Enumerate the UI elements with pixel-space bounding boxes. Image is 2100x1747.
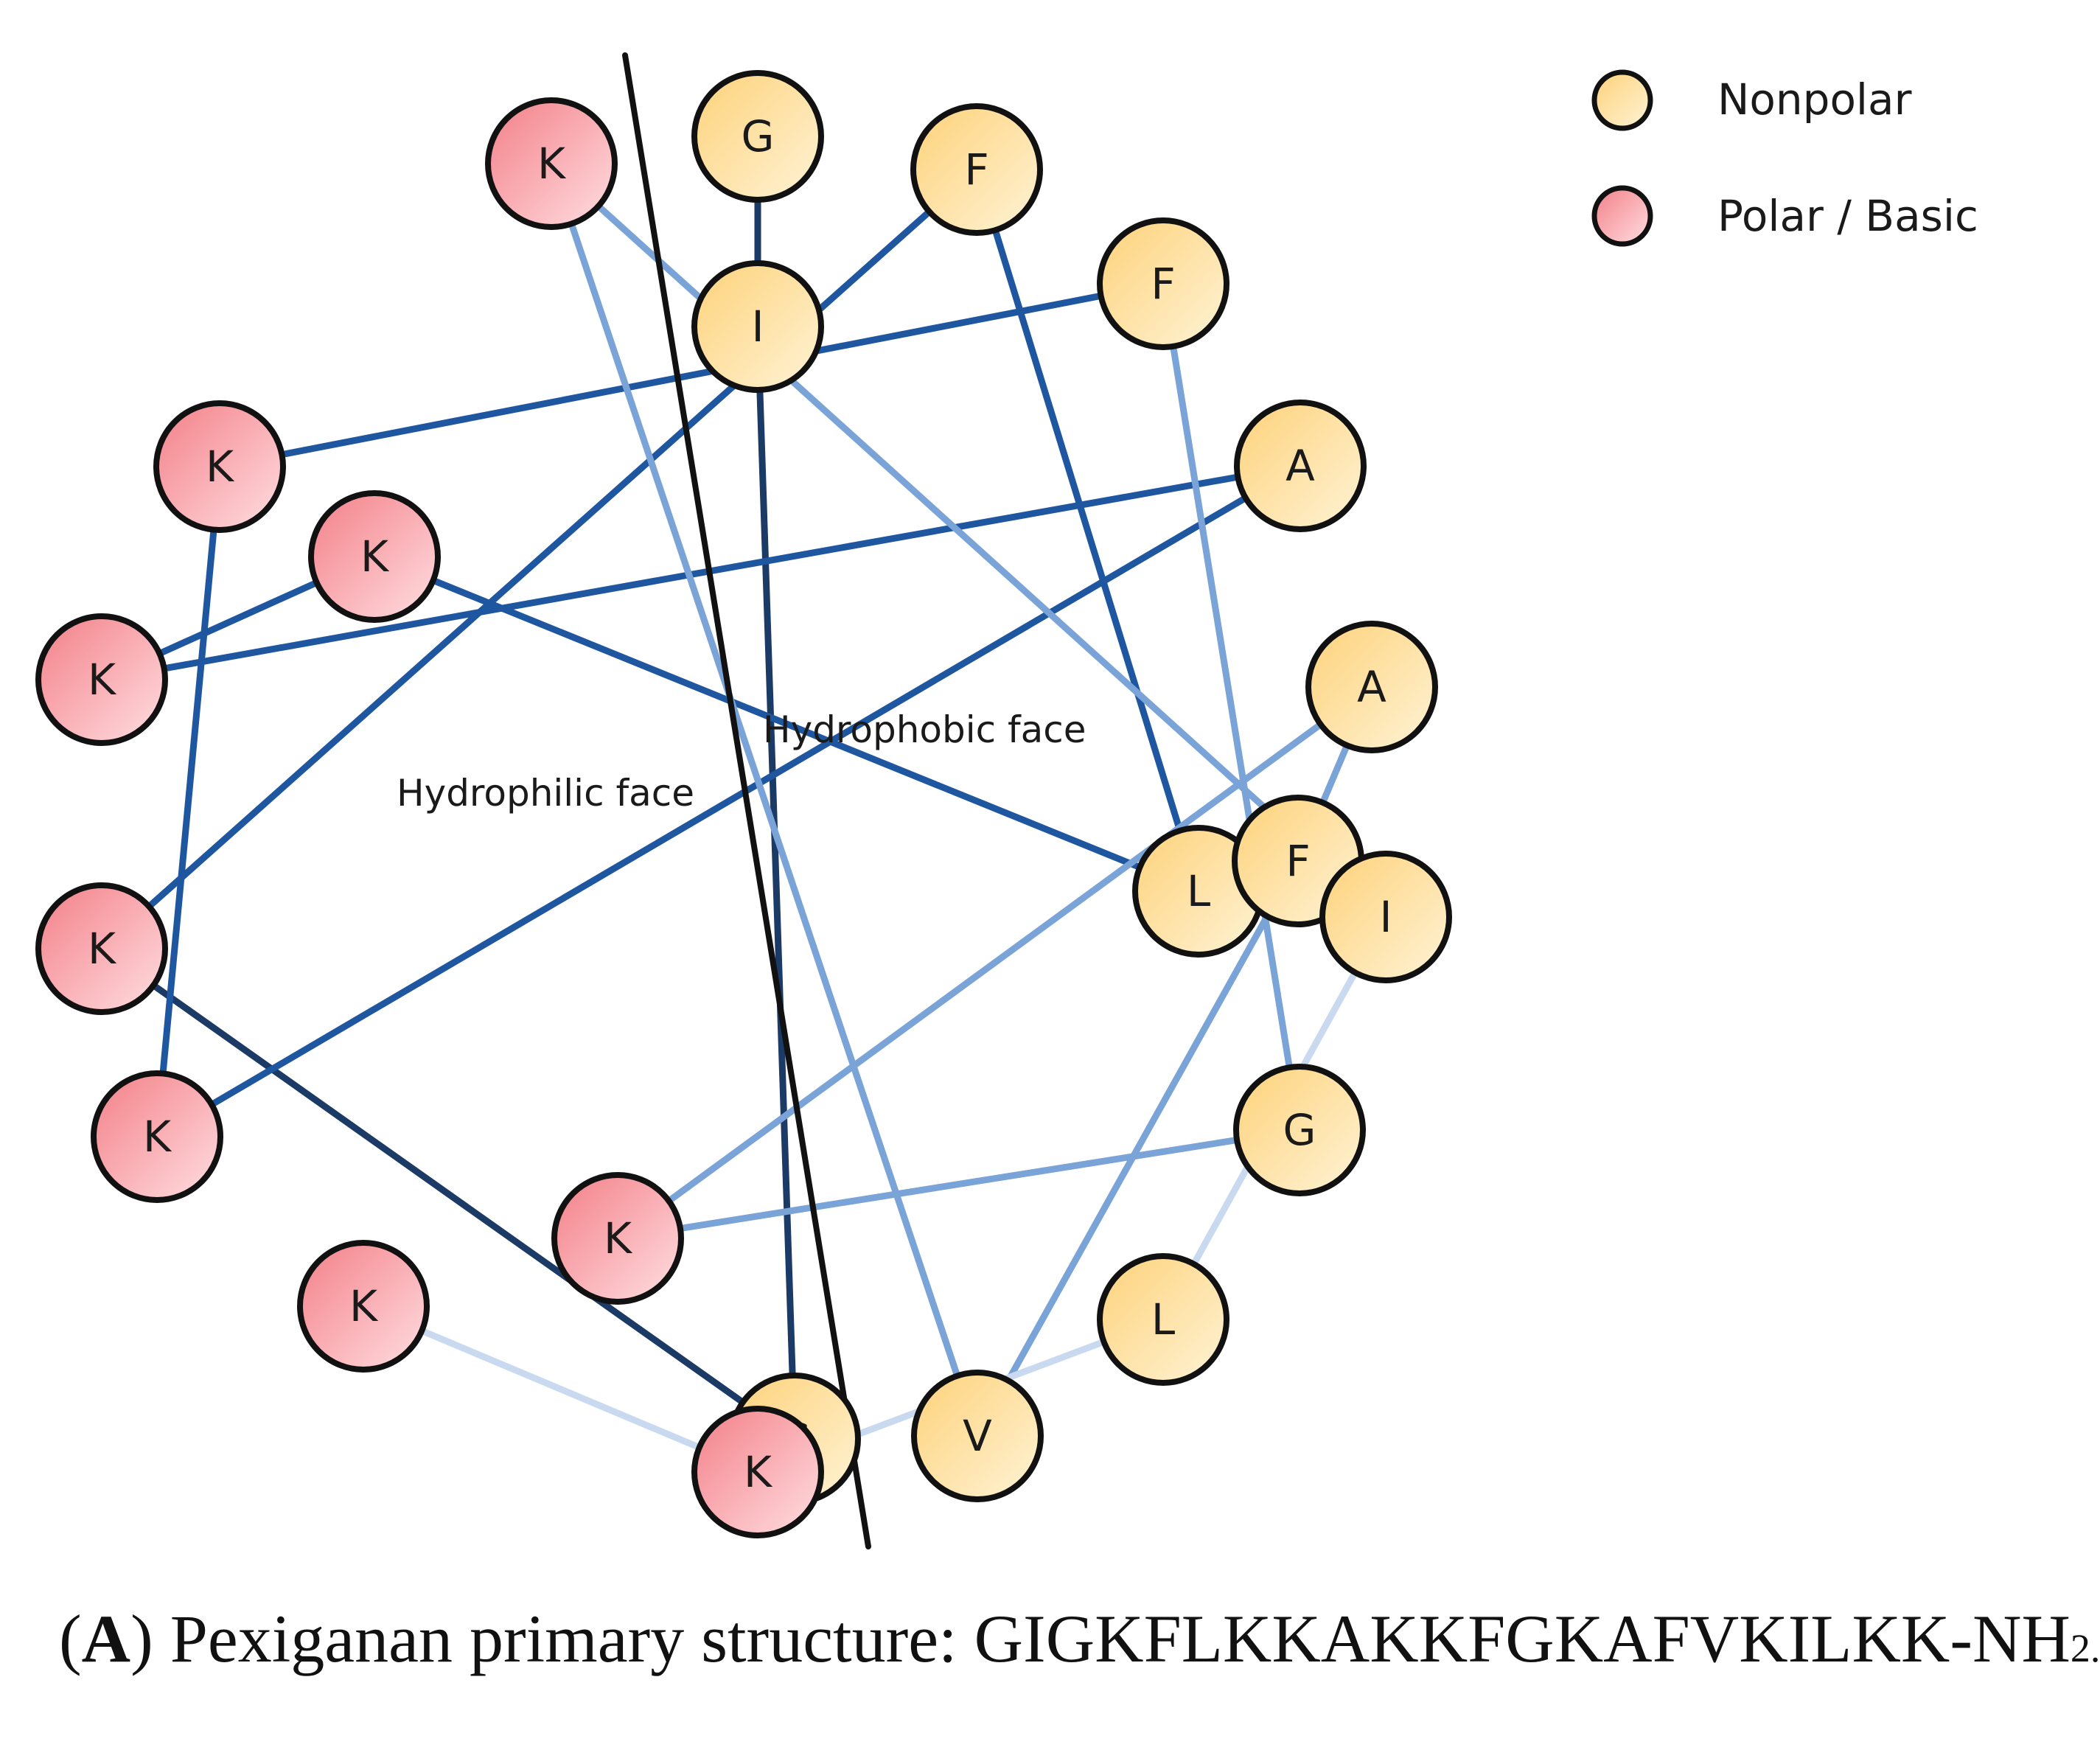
residue-r22: K xyxy=(297,1240,430,1373)
residue-letter: F xyxy=(964,144,988,195)
residue-r10: K xyxy=(91,1070,223,1203)
connector-r8-r9 xyxy=(98,462,1304,683)
connector-r2-r3 xyxy=(754,323,798,1443)
residue-circle-nonpolar xyxy=(1234,400,1367,532)
residue-r11: K xyxy=(153,400,286,533)
residue-letter: K xyxy=(744,1447,773,1497)
residue-r21: K xyxy=(691,1406,824,1538)
residue-letter: F xyxy=(1286,836,1310,886)
residue-circle-nonpolar xyxy=(1305,621,1438,753)
residue-circle-nonpolar xyxy=(1319,851,1452,983)
caption-text: ) Pexiganan primary structure: GIGKFLKKA… xyxy=(130,1601,2071,1676)
residue-letter: K xyxy=(604,1213,633,1263)
residue-letter: I xyxy=(1379,892,1392,942)
residue-letter: A xyxy=(1286,441,1315,491)
connector-r16-r17 xyxy=(974,857,1302,1440)
residue-r13: G xyxy=(1233,1064,1366,1196)
residue-r5: F xyxy=(910,103,1043,236)
residue-letter: A xyxy=(1357,662,1386,712)
residue-circle-polar xyxy=(35,613,168,746)
residue-circle-polar xyxy=(297,1240,430,1373)
connector-r18-r19 xyxy=(548,160,1389,921)
legend-swatch-nonpolar xyxy=(1591,69,1653,131)
connector-r12-r13 xyxy=(1159,280,1303,1134)
residue-circle-polar xyxy=(35,882,168,1015)
residue-letter: K xyxy=(537,139,567,189)
residue-r18: K xyxy=(485,97,618,230)
residue-r4: K xyxy=(35,882,168,1015)
residue-circle-polar xyxy=(485,97,618,230)
residue-circle-nonpolar xyxy=(911,1370,1044,1502)
residue-r19: I xyxy=(1319,851,1452,983)
residue-letter: G xyxy=(742,111,775,161)
residue-letter: K xyxy=(360,531,390,582)
residue-r7: K xyxy=(308,490,441,623)
residue-circle-nonpolar xyxy=(1097,217,1229,350)
residue-r20: L xyxy=(1097,1253,1229,1386)
connector-r5-r6 xyxy=(973,166,1202,895)
residue-letter: G xyxy=(1283,1105,1316,1155)
face-divider-line xyxy=(622,52,871,1549)
residue-r14: K xyxy=(551,1172,684,1305)
residue-circle-nonpolar xyxy=(1097,1253,1229,1386)
connector-r10-r11 xyxy=(153,463,223,1140)
connector-r14-r15 xyxy=(614,683,1375,1242)
residue-circle-polar xyxy=(153,400,286,533)
residue-letter: K xyxy=(88,924,117,974)
caption-subscript: 2. xyxy=(2070,1626,2100,1670)
figure-caption: (A) Pexiganan primary structure: GIGKFLK… xyxy=(59,1600,2100,1678)
residue-r9: A xyxy=(1234,400,1367,532)
residue-circle-nonpolar xyxy=(691,260,824,393)
residue-letter: K xyxy=(349,1281,379,1331)
connector-r13-r14 xyxy=(614,1126,1303,1242)
residue-r15: A xyxy=(1305,621,1438,753)
residue-circle-nonpolar xyxy=(691,70,824,203)
connector-r21-r22 xyxy=(360,1303,761,1476)
legend-swatch-polar xyxy=(1591,185,1653,247)
legend-item-polar: Polar / Basic xyxy=(1591,185,1978,247)
residue-letter: I xyxy=(751,301,764,352)
residue-r17: V xyxy=(911,1370,1044,1502)
residue-letter: F xyxy=(1151,259,1175,309)
hydrophobic-face-label: Hydrophobic face xyxy=(763,708,1086,751)
residue-letter: K xyxy=(143,1112,172,1162)
residue-circle-nonpolar xyxy=(1233,1064,1366,1196)
residue-letter: L xyxy=(1151,1294,1175,1345)
caption-panel-letter: A xyxy=(81,1601,131,1676)
residue-letter: K xyxy=(88,655,117,705)
connector-r17-r18 xyxy=(548,160,981,1440)
residue-letter: K xyxy=(206,442,235,492)
connector-r4-r5 xyxy=(98,166,980,952)
connector-r3-r4 xyxy=(98,945,798,1443)
residue-circle-polar xyxy=(308,490,441,623)
connector-r6-r7 xyxy=(371,553,1202,895)
hydrophilic-face-label: Hydrophilic face xyxy=(397,772,694,815)
residue-circle-polar xyxy=(691,1406,824,1538)
residue-r12: F xyxy=(1097,217,1229,350)
residue-letter: L xyxy=(1187,866,1210,916)
legend-label-polar: Polar / Basic xyxy=(1717,191,1978,241)
residue-r2: I xyxy=(691,260,824,393)
caption-open-paren: ( xyxy=(59,1601,82,1676)
residue-r8: K xyxy=(35,613,168,746)
residue-connections xyxy=(98,133,1389,1476)
residue-letter: V xyxy=(963,1411,992,1461)
legend-item-nonpolar: Nonpolar xyxy=(1591,69,1912,131)
residue-circles: GIGKFLKKAKKFGKAFVKILKK xyxy=(35,70,1452,1538)
residue-circle-polar xyxy=(551,1172,684,1305)
residue-circle-nonpolar xyxy=(910,103,1043,236)
connector-r11-r12 xyxy=(216,280,1167,470)
residue-circle-polar xyxy=(91,1070,223,1203)
legend-label-nonpolar: Nonpolar xyxy=(1717,74,1912,125)
residue-r1: G xyxy=(691,70,824,203)
connector-r9-r10 xyxy=(153,462,1304,1140)
legend: Nonpolar Polar / Basic xyxy=(1591,69,1978,247)
